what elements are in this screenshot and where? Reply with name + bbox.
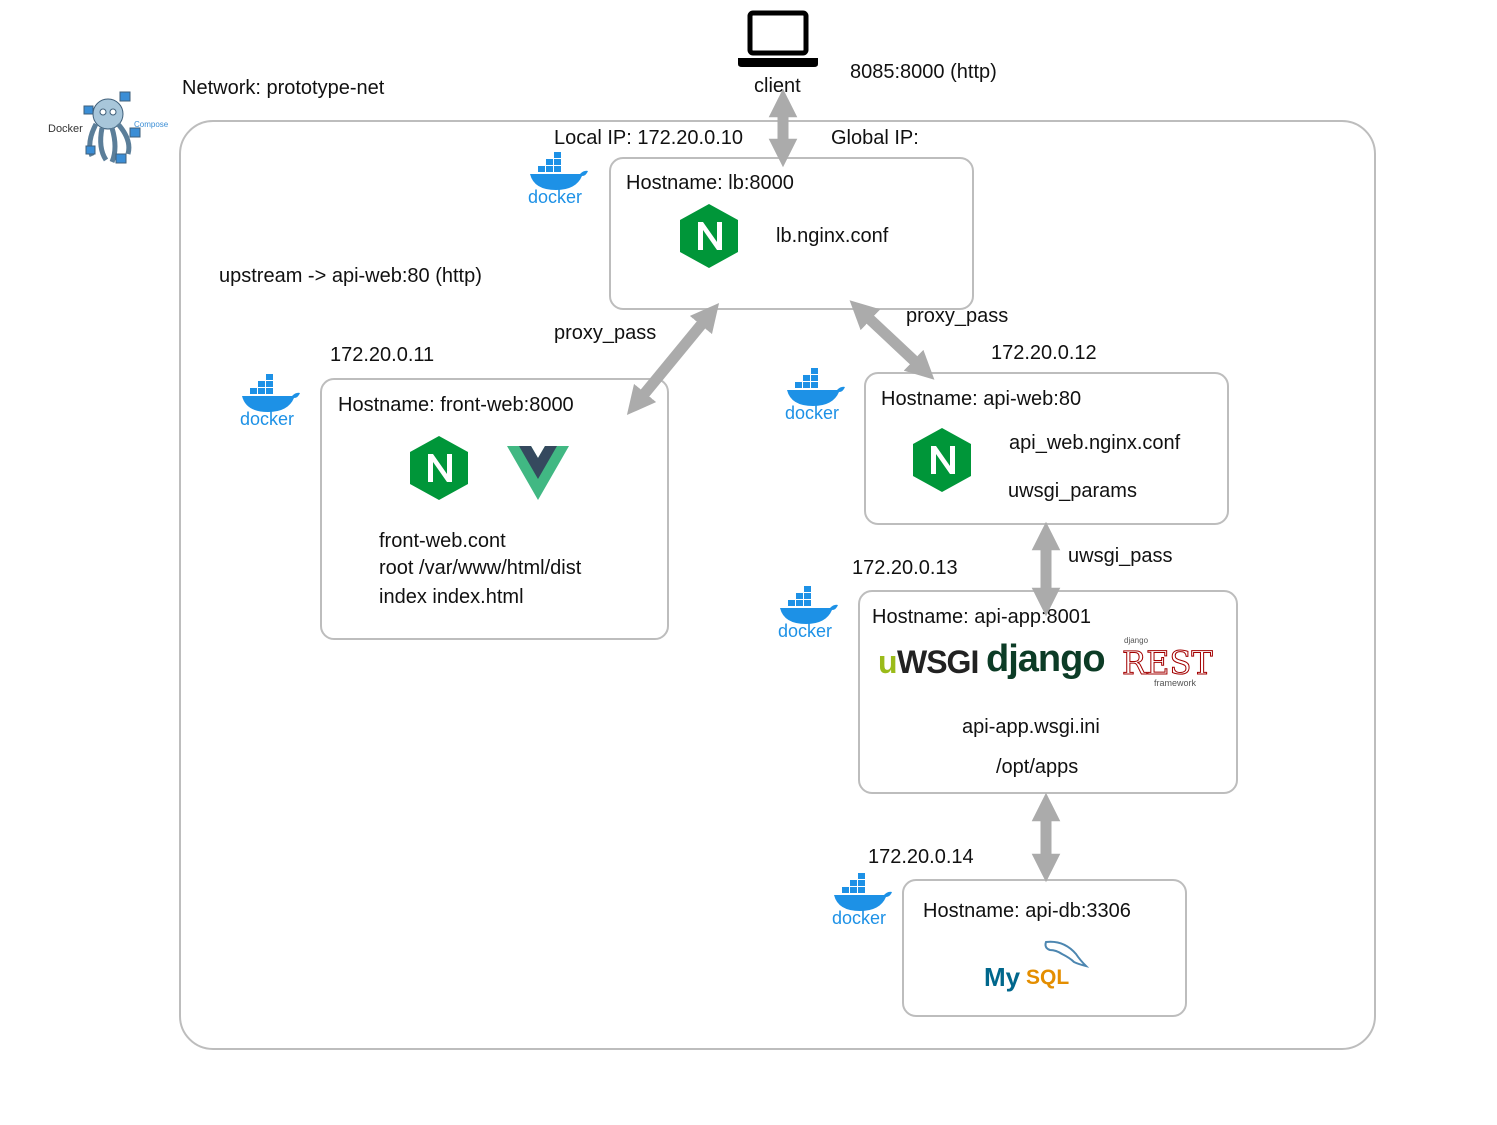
docker-logo-text: docker [785, 403, 840, 423]
docker-icon: docker [781, 368, 851, 426]
mysql-logo: My SQL [982, 938, 1092, 994]
compose-logo-compose-text: Compose [134, 120, 169, 129]
django-logo-text: django [986, 638, 1106, 680]
django-rest-framework-logo: django REST framework [1120, 636, 1214, 690]
front-web-line: index index.html [379, 586, 524, 608]
api-app-ip: 172.20.0.13 [852, 557, 958, 579]
docker-logo-text: docker [528, 187, 583, 207]
api-app-ini: api-app.wsgi.ini [962, 716, 1100, 738]
api-web-hostname: Hostname: api-web:80 [881, 388, 1082, 410]
vue-icon [507, 446, 569, 500]
front-web-line: root /var/www/html/dist [379, 557, 582, 579]
django-logo: django [986, 638, 1106, 686]
uwsgi-logo-u: u [878, 644, 898, 680]
docker-logo-text: docker [240, 409, 295, 429]
api-db-ip: 172.20.0.14 [868, 846, 974, 868]
lb-upstream-label: upstream -> api-web:80 (http) [219, 265, 482, 287]
front-web-hostname: Hostname: front-web:8000 [338, 394, 574, 416]
api-app-path: /opt/apps [996, 756, 1079, 778]
uwsgi-logo: u WSGI [878, 644, 979, 682]
edge-label-uwsgi-pass: uwsgi_pass [1068, 545, 1173, 567]
laptop-icon [738, 10, 818, 68]
docker-icon: docker [524, 152, 594, 210]
docker-compose-icon: Docker Compose [46, 88, 176, 168]
nginx-icon [680, 204, 738, 268]
docker-icon: docker [828, 873, 898, 931]
api-web-conf: api_web.nginx.conf [1009, 432, 1181, 454]
api-db-hostname: Hostname: api-db:3306 [923, 900, 1131, 922]
drf-logo-top: django [1124, 636, 1149, 645]
api-app-container-box [858, 590, 1238, 794]
docker-logo-text: docker [778, 621, 833, 641]
edge-lb-api-web [849, 300, 935, 380]
docker-icon: docker [774, 586, 844, 644]
docker-icon: docker [236, 374, 306, 432]
lb-global-ip: Global IP: [831, 127, 919, 149]
port-mapping-label: 8085:8000 (http) [850, 61, 997, 83]
front-web-ip: 172.20.0.11 [330, 344, 435, 366]
lb-conf: lb.nginx.conf [776, 225, 889, 247]
mysql-logo-my: My [984, 962, 1021, 992]
front-web-container-box [320, 378, 669, 640]
lb-local-ip: Local IP: 172.20.0.10 [554, 127, 744, 149]
nginx-icon [410, 436, 468, 500]
docker-logo-text: docker [832, 908, 887, 928]
lb-hostname: Hostname: lb:8000 [626, 172, 794, 194]
api-db-container-box [902, 879, 1187, 1017]
compose-logo-docker-text: Docker [48, 123, 83, 135]
api-web-params: uwsgi_params [1008, 480, 1137, 502]
network-label: Network: prototype-net [182, 77, 385, 99]
uwsgi-logo-text: WSGI [897, 644, 979, 680]
drf-logo-bottom: framework [1154, 678, 1197, 688]
api-web-ip: 172.20.0.12 [991, 342, 1097, 364]
front-web-line: front-web.cont [379, 530, 506, 552]
mysql-logo-sql: SQL [1026, 966, 1070, 989]
nginx-icon [913, 428, 971, 492]
edge-lb-front-web [626, 302, 720, 416]
drf-logo-main: REST [1122, 644, 1214, 683]
